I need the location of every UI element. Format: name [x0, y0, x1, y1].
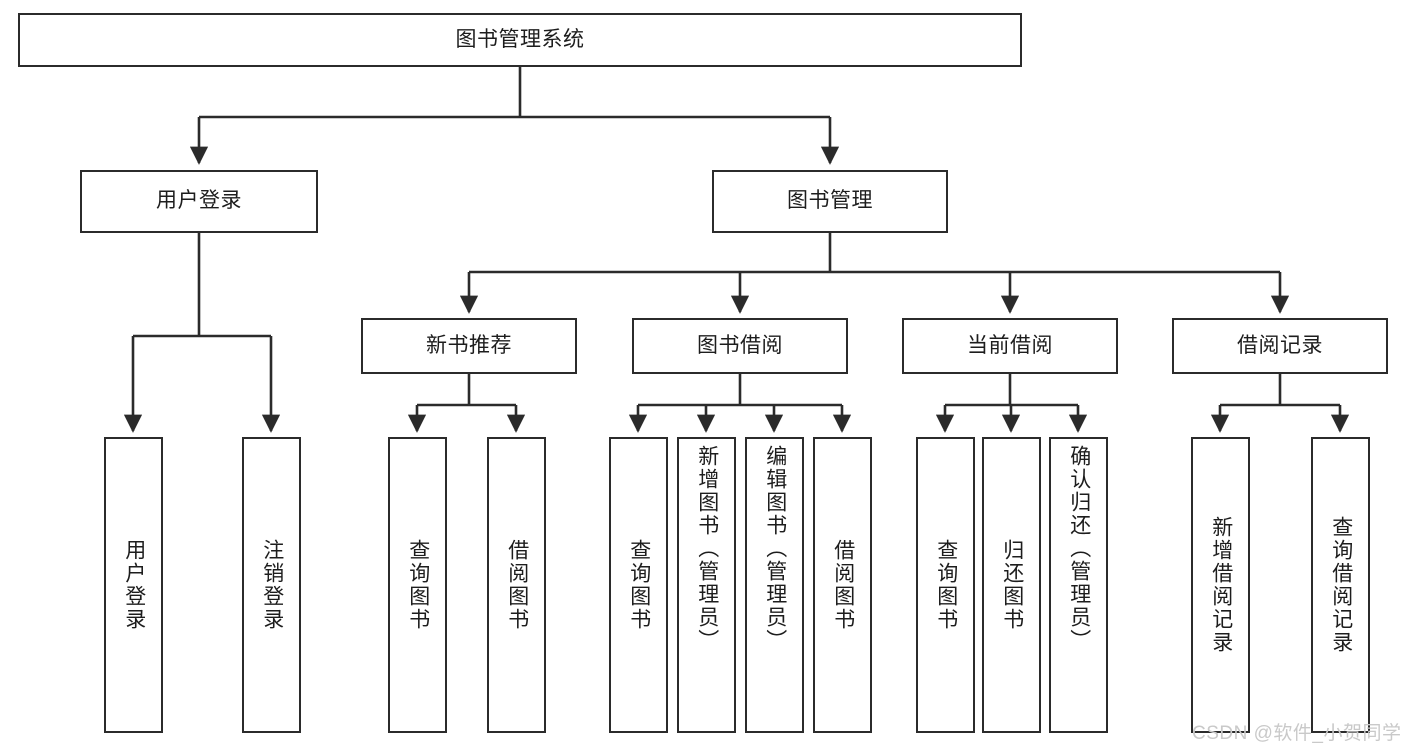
leaf-borrow-add-book-admin[interactable]: 新增图书（管理员）	[677, 437, 736, 733]
leaf-borrow-edit-book-admin[interactable]: 编辑图书（管理员）	[745, 437, 804, 733]
node-label: 确认归还（管理员）	[1067, 445, 1091, 652]
node-label: 图书管理系统	[455, 27, 585, 51]
watermark-text: CSDN @软件_小贺同学	[1192, 723, 1402, 744]
node-label: 新增借阅记录	[1209, 516, 1233, 654]
node-label: 用户登录	[156, 189, 242, 213]
node-current-borrow[interactable]: 当前借阅	[902, 318, 1118, 374]
node-label: 查询图书	[934, 539, 958, 631]
node-borrow-record[interactable]: 借阅记录	[1172, 318, 1388, 374]
node-label: 查询借阅记录	[1329, 516, 1353, 654]
node-label: 借阅图书	[831, 539, 855, 631]
node-new-book-recommend[interactable]: 新书推荐	[361, 318, 577, 374]
node-label: 归还图书	[1000, 539, 1024, 631]
leaf-user-login-login[interactable]: 用户登录	[104, 437, 163, 733]
node-label: 借阅记录	[1237, 333, 1323, 357]
node-book-management[interactable]: 图书管理	[712, 170, 948, 233]
leaf-current-query-book[interactable]: 查询图书	[916, 437, 975, 733]
node-book-borrow[interactable]: 图书借阅	[632, 318, 848, 374]
node-label: 查询图书	[406, 539, 430, 631]
node-label: 借阅图书	[505, 539, 529, 631]
leaf-user-login-logout[interactable]: 注销登录	[242, 437, 301, 733]
node-label: 新书推荐	[426, 333, 512, 357]
node-label: 新增图书（管理员）	[695, 445, 719, 652]
leaf-borrow-query-book[interactable]: 查询图书	[609, 437, 668, 733]
node-label: 编辑图书（管理员）	[763, 445, 787, 652]
leaf-record-query-record[interactable]: 查询借阅记录	[1311, 437, 1370, 733]
node-user-login[interactable]: 用户登录	[80, 170, 318, 233]
node-label: 用户登录	[122, 539, 146, 631]
node-root-system[interactable]: 图书管理系统	[18, 13, 1022, 67]
leaf-current-confirm-return-admin[interactable]: 确认归还（管理员）	[1049, 437, 1108, 733]
node-label: 图书借阅	[697, 333, 783, 357]
node-label: 当前借阅	[967, 333, 1053, 357]
node-label: 注销登录	[260, 539, 284, 631]
leaf-recommend-query-book[interactable]: 查询图书	[388, 437, 447, 733]
leaf-recommend-borrow-book[interactable]: 借阅图书	[487, 437, 546, 733]
node-label: 图书管理	[787, 189, 873, 213]
leaf-current-return-book[interactable]: 归还图书	[982, 437, 1041, 733]
node-label: 查询图书	[627, 539, 651, 631]
leaf-record-add-record[interactable]: 新增借阅记录	[1191, 437, 1250, 733]
leaf-borrow-borrow-book[interactable]: 借阅图书	[813, 437, 872, 733]
